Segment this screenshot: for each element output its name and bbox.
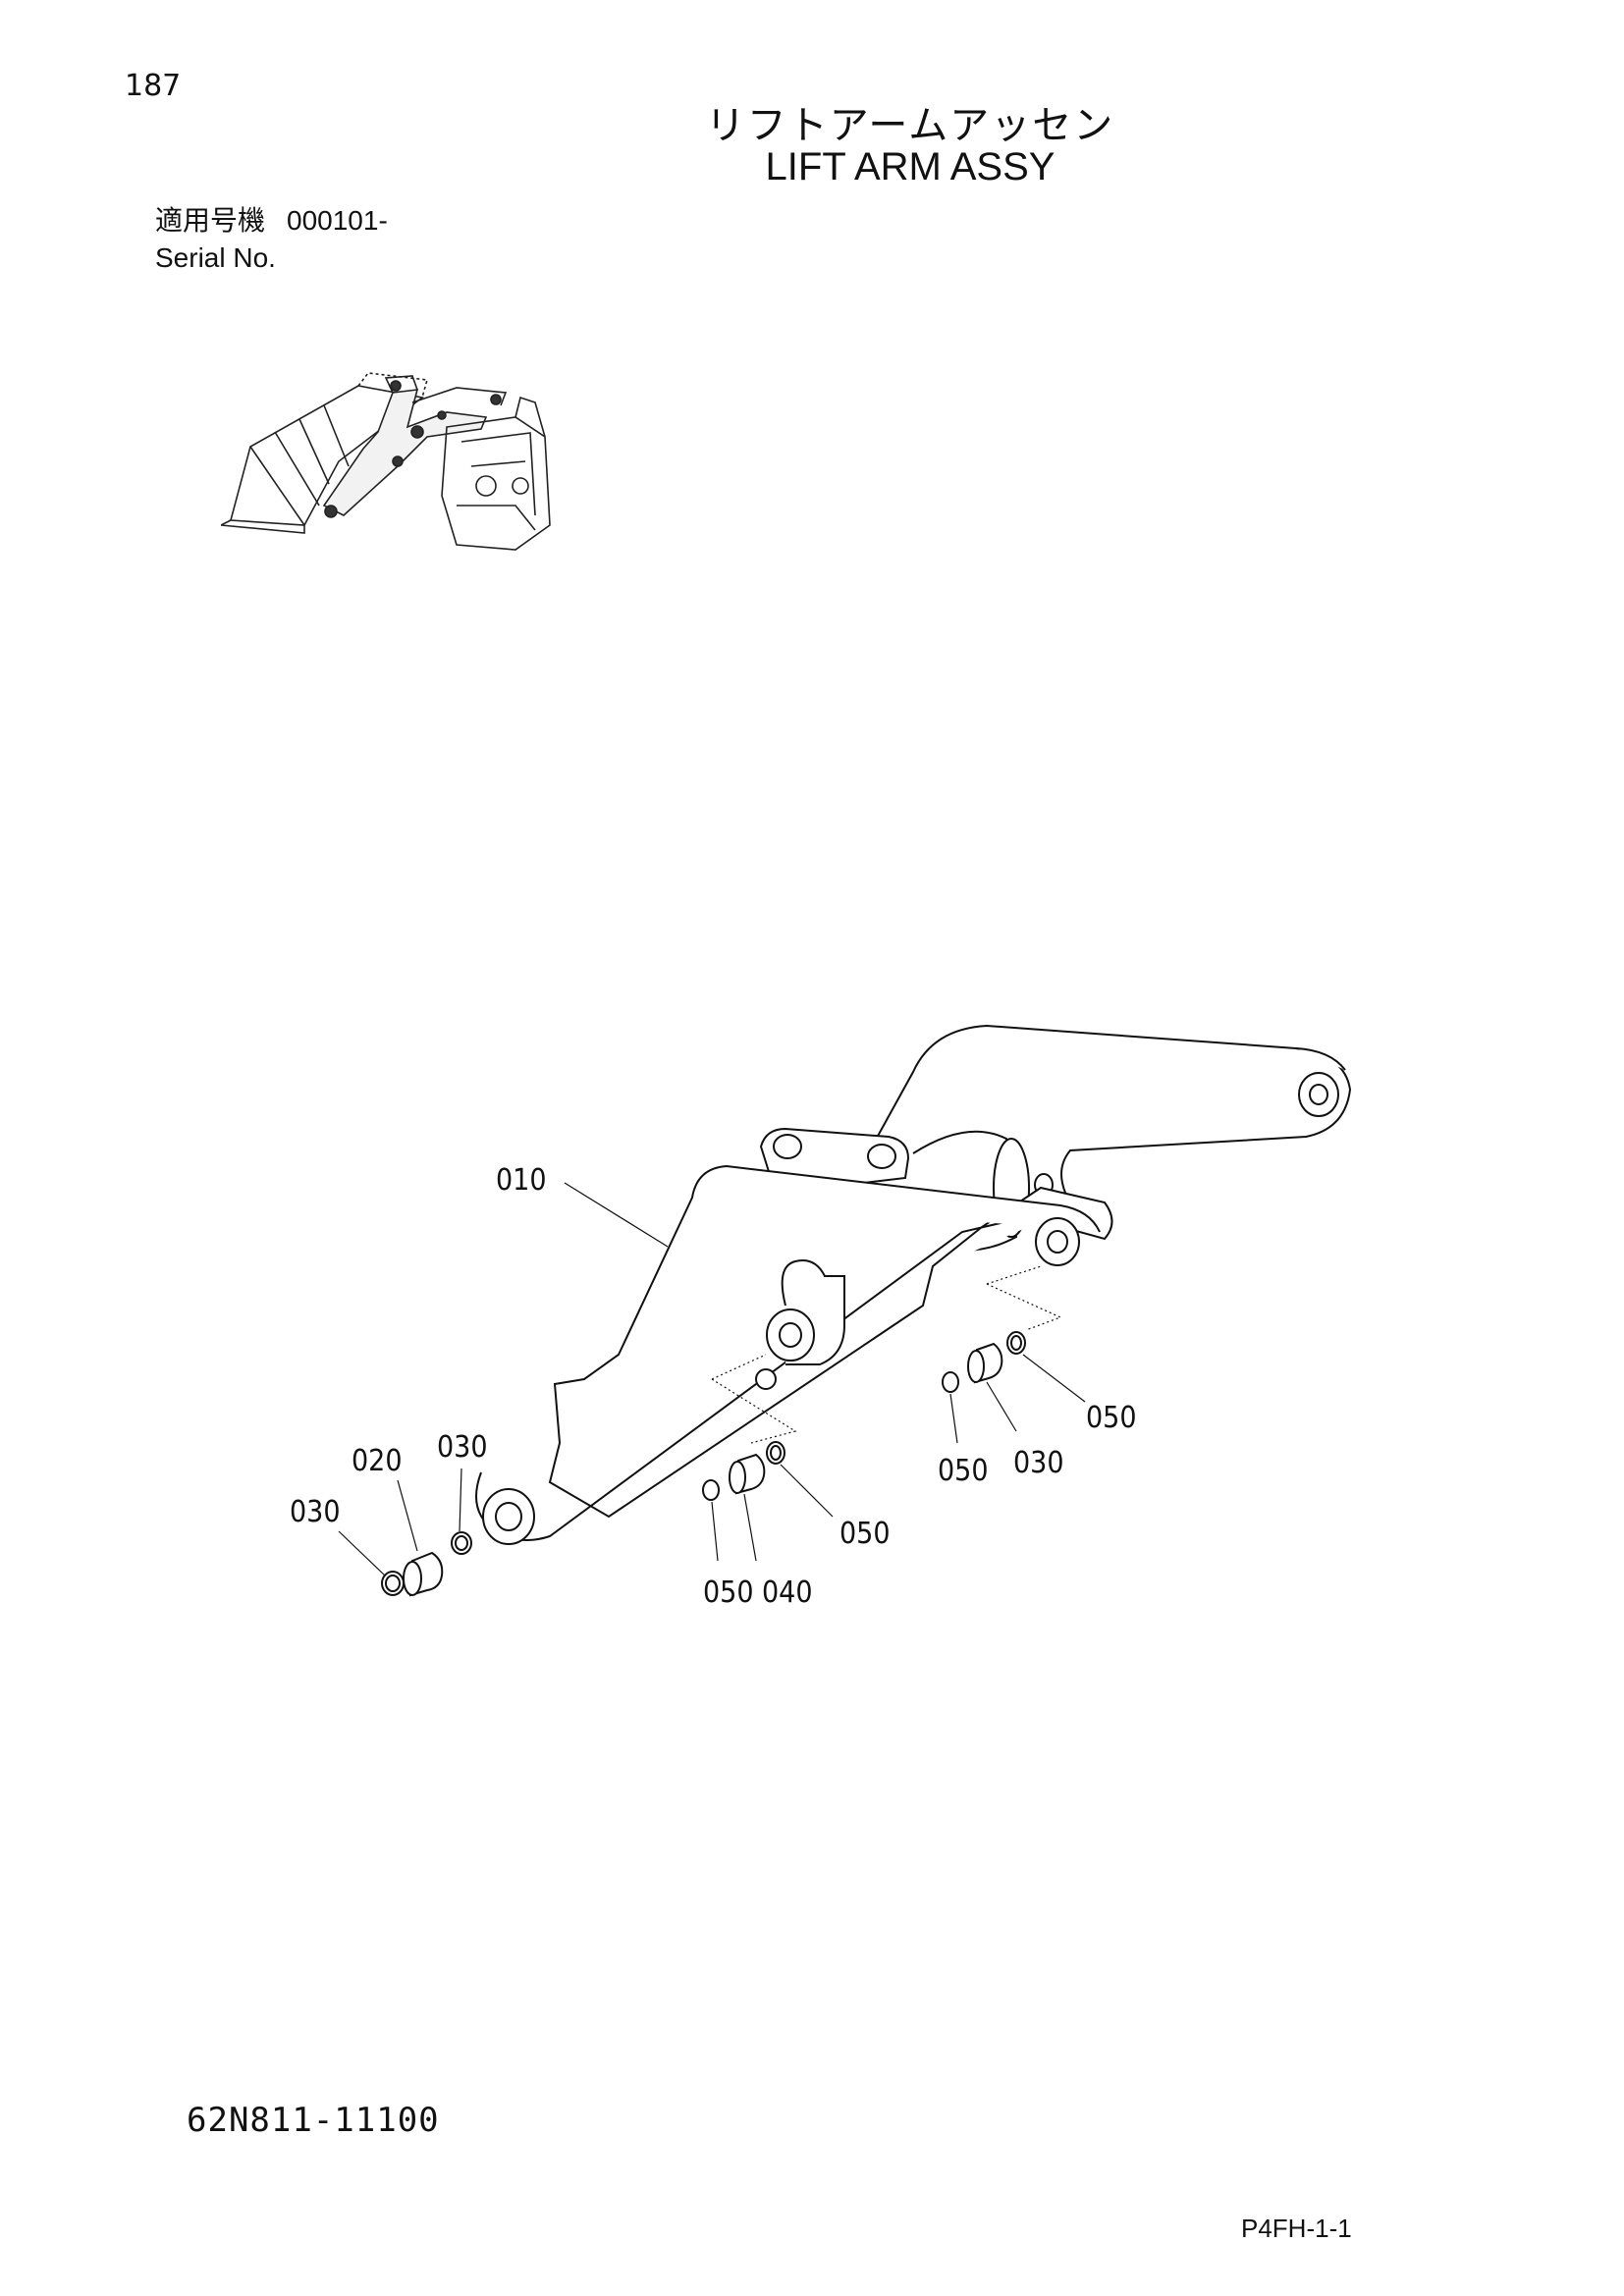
leader-lines — [338, 1182, 1086, 1576]
bracket-plates — [755, 1127, 910, 1219]
serial-row: 適用号機 000101- — [155, 202, 388, 240]
serial-value: 000101- — [287, 205, 388, 236]
small-parts — [381, 1331, 1026, 1597]
callout-020: 020 — [352, 1444, 403, 1478]
callout-050-lower-right: 050 — [839, 1517, 891, 1551]
title-english: LIFT ARM ASSY — [765, 145, 1056, 188]
callout-040: 040 — [762, 1575, 813, 1610]
chassis-sketch — [441, 396, 551, 551]
callout-050-lower-left: 050 — [703, 1575, 754, 1610]
lift-arm-sketch — [322, 375, 508, 518]
page-code: P4FH-1-1 — [1241, 2214, 1352, 2243]
serial-block: 適用号機 000101- Serial No. — [155, 202, 388, 277]
serial-label-jp: 適用号機 — [155, 205, 266, 236]
callout-labels: 010 020 030 030 030 040 050 050 050 050 — [290, 1163, 1137, 1610]
title-japanese: リフトアームアッセン — [705, 103, 1115, 148]
callout-030-top: 030 — [437, 1430, 488, 1465]
part-code: 62N811-11100 — [187, 2101, 440, 2140]
callout-010: 010 — [496, 1163, 547, 1198]
locator-thumbnail — [221, 372, 551, 551]
callout-050-upper-right: 050 — [1086, 1401, 1137, 1435]
lift-arm-front — [475, 1164, 1113, 1545]
alignment-guides — [711, 1265, 1062, 1444]
serial-label-en: Serial No. — [155, 242, 276, 273]
bucket-sketch — [221, 372, 429, 534]
callout-030-left: 030 — [290, 1495, 341, 1529]
seal-050-lower-left-part — [702, 1479, 720, 1501]
seal-050-upper-left-part — [942, 1371, 959, 1393]
page-number: 187 — [125, 69, 182, 103]
callout-030-upper: 030 — [1013, 1446, 1064, 1480]
callout-050-upper-left: 050 — [938, 1454, 989, 1488]
